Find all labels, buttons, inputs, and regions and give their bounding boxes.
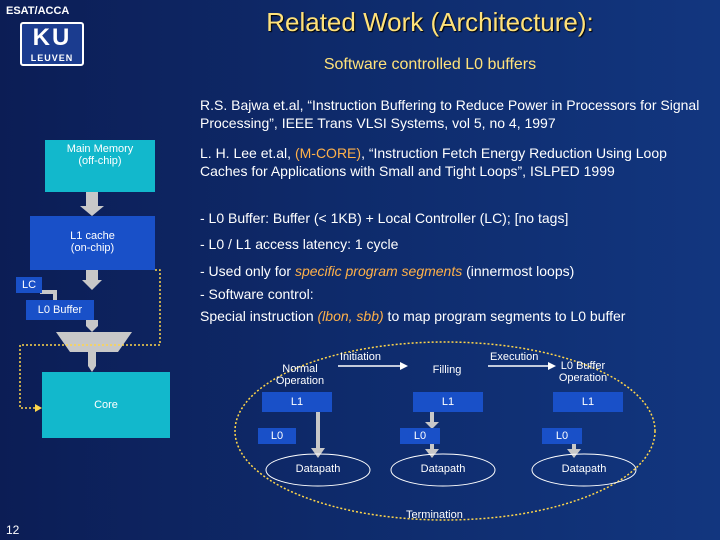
mux-shape [56, 332, 132, 352]
state-normal-line1: Normal [282, 363, 318, 375]
col3-datapath-label: Datapath [561, 463, 607, 475]
col2-arrowhead-top [425, 422, 439, 429]
arrow-l1-to-l0 [82, 270, 102, 290]
l1-cache-label: L1 cache [70, 230, 115, 242]
org-label: ESAT/ACCA [6, 5, 70, 17]
l0-buffer-box: L0 Buffer [26, 300, 94, 320]
col2-arrowhead-bottom [425, 449, 439, 458]
main-memory-box: Main Memory (off-chip) [45, 140, 155, 192]
reference-lee-authors: L. H. Lee et.al, [200, 145, 295, 161]
bullet-latency: - L0 / L1 access latency: 1 cycle [200, 236, 399, 252]
col2-l1-box: L1 [413, 392, 483, 412]
bypass-path [19, 269, 161, 409]
col1-l1-box: L1 [262, 392, 332, 412]
reference-lee-rest: , “Instruction Fetch Energy Reduction Us… [200, 145, 667, 179]
state-l0-line2: Operation [558, 372, 608, 384]
state-l0-line1: L0 Buffer [560, 360, 606, 372]
initiation-arrowhead [400, 362, 408, 370]
transition-execution: Execution [490, 351, 539, 363]
logo-leuven-text: LEUVEN [22, 53, 82, 63]
transition-termination: Termination [406, 509, 463, 521]
main-memory-sublabel: (off-chip) [78, 155, 122, 167]
col2-l0-box: L0 [400, 428, 440, 444]
l1-cache-sublabel: (on-chip) [70, 242, 115, 254]
reference-bajwa-text: R.S. Bajwa et.al, “Instruction Buffering… [200, 97, 700, 131]
bullet-software-control: - Software control: [200, 286, 314, 302]
execution-arrowhead [548, 362, 556, 370]
col1-datapath-ellipse [265, 453, 371, 487]
slide-title: Related Work (Architecture): [266, 7, 594, 37]
reference-bajwa: R.S. Bajwa et.al, “Instruction Buffering… [200, 96, 705, 132]
bullet-segments-pre: - Used only for [200, 263, 295, 279]
state-normal-line2: Operation [275, 375, 325, 387]
bullet-special-instruction: Special instruction (lbon, sbb) to map p… [200, 307, 710, 325]
bullet-program-segments: - Used only for specific program segment… [200, 262, 710, 280]
reference-lee-highlight: (M-CORE) [294, 145, 362, 161]
state-filling: Filling [432, 364, 462, 376]
bullet-segments-italic: specific program segments [294, 263, 463, 279]
col3-datapath-ellipse [531, 453, 637, 487]
col1-l0-box: L0 [258, 428, 296, 444]
lc-box: LC [16, 277, 42, 293]
bullet-segments-post: (innermost loops) [462, 263, 575, 279]
page-number: 12 [6, 523, 20, 537]
ku-leuven-logo: KU LEUVEN [20, 22, 84, 66]
col1-arrowhead [311, 448, 325, 458]
logo-ku-text: KU [32, 24, 72, 51]
bullet-special-post: to map program segments to L0 buffer [383, 308, 626, 324]
reference-lee: L. H. Lee et.al, (M-CORE), “Instruction … [200, 144, 705, 180]
bypass-arrowhead [35, 404, 42, 412]
bullet-l0-buffer: - L0 Buffer: Buffer (< 1KB) + Local Cont… [200, 210, 569, 226]
transition-initiation: Initiation [340, 351, 381, 363]
arrow-l0-to-mux [86, 320, 98, 332]
col2-datapath-ellipse [390, 453, 496, 487]
core-box: Core [42, 372, 170, 438]
col3-arrowhead [567, 449, 581, 458]
col1-datapath-label: Datapath [295, 463, 341, 475]
slide-subtitle: Software controlled L0 buffers [323, 56, 537, 73]
l1-cache-box: L1 cache (on-chip) [30, 216, 155, 270]
col3-l0-box: L0 [542, 428, 582, 444]
state-loop-ellipse [234, 341, 656, 521]
state-l0-operation: L0 Buffer Operation [548, 360, 618, 384]
state-normal-operation: Normal Operation [260, 363, 340, 387]
bullet-special-pre: Special instruction [200, 308, 318, 324]
col3-l1-box: L1 [553, 392, 623, 412]
arrow-main-to-l1 [80, 192, 104, 216]
col2-datapath-label: Datapath [420, 463, 466, 475]
arrow-mux-to-core [88, 352, 96, 372]
main-memory-label: Main Memory [66, 143, 134, 155]
bullet-special-italic: (lbon, sbb) [317, 308, 384, 324]
